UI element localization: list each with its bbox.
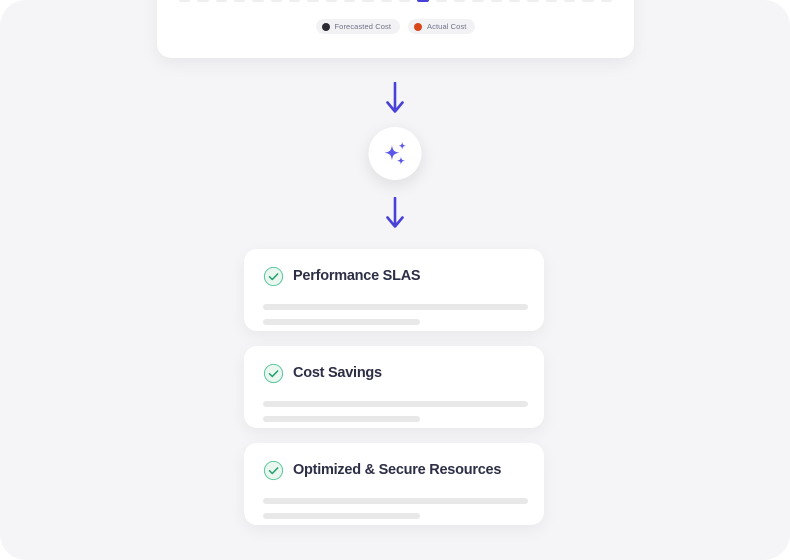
check-circle-icon <box>263 363 284 384</box>
chart-bar[interactable] <box>582 0 594 2</box>
chart-bar[interactable] <box>490 0 502 2</box>
bar-chart-plot <box>157 0 634 2</box>
chart-bar[interactable] <box>508 0 521 2</box>
arrow-down-icon <box>384 196 406 231</box>
chart-bar[interactable] <box>417 0 429 2</box>
skeleton-line <box>263 498 528 504</box>
chart-bar[interactable] <box>344 0 356 2</box>
skeleton-line <box>263 513 420 519</box>
chart-bar[interactable] <box>545 0 557 2</box>
result-card-header: Cost Savings <box>263 363 525 384</box>
check-circle-icon <box>263 460 284 481</box>
skeleton-line <box>263 319 420 325</box>
skeleton-line <box>263 416 420 422</box>
result-card[interactable]: Performance SLAS <box>244 249 544 331</box>
ai-sparkles-badge[interactable] <box>368 127 422 180</box>
chart-bar[interactable] <box>325 0 338 2</box>
chart-bar[interactable] <box>362 0 374 2</box>
chart-bar[interactable] <box>270 0 283 2</box>
chart-bar[interactable] <box>380 0 392 2</box>
sparkles-icon <box>384 141 406 165</box>
result-card-header: Performance SLAS <box>263 266 525 287</box>
chart-bar[interactable] <box>179 0 191 2</box>
chart-bar[interactable] <box>527 0 539 2</box>
chart-bar[interactable] <box>453 0 466 2</box>
chart-bar[interactable] <box>399 0 411 2</box>
chart-bar[interactable] <box>563 0 576 2</box>
legend-label-forecasted-cost: Forecasted Cost <box>334 22 392 31</box>
skeleton-line <box>263 304 528 310</box>
chart-bar[interactable] <box>197 0 209 2</box>
result-card-title: Cost Savings <box>293 365 382 382</box>
chart-bar[interactable] <box>252 0 264 2</box>
skeleton-line <box>263 401 528 407</box>
chart-bar[interactable] <box>307 0 319 2</box>
result-card-title: Optimized & Secure Resources <box>293 462 502 479</box>
chart-bar[interactable] <box>600 0 612 2</box>
chart-bar[interactable] <box>289 0 301 2</box>
result-card[interactable]: Cost Savings <box>244 346 544 428</box>
legend-dot-forecasted-cost <box>321 22 330 31</box>
chart-bar[interactable] <box>435 0 447 2</box>
result-card[interactable]: Optimized & Secure Resources <box>244 443 544 525</box>
result-card-header: Optimized & Secure Resources <box>263 460 525 481</box>
legend-item-forecasted-cost[interactable]: Forecasted Cost <box>315 19 401 34</box>
forecast-chart-card: Forecasted Cost Actual Cost <box>157 0 634 58</box>
chart-bar[interactable] <box>215 0 228 2</box>
chart-bar[interactable] <box>472 0 484 2</box>
arrow-down-icon <box>384 81 406 116</box>
legend-item-actual-cost[interactable]: Actual Cost <box>408 19 476 34</box>
chart-bar[interactable] <box>234 0 246 2</box>
legend-dot-actual-cost <box>414 22 423 31</box>
chart-legend: Forecasted Cost Actual Cost <box>157 19 634 34</box>
check-circle-icon <box>263 266 284 287</box>
legend-label-actual-cost: Actual Cost <box>427 22 467 31</box>
result-card-title: Performance SLAS <box>293 268 421 285</box>
